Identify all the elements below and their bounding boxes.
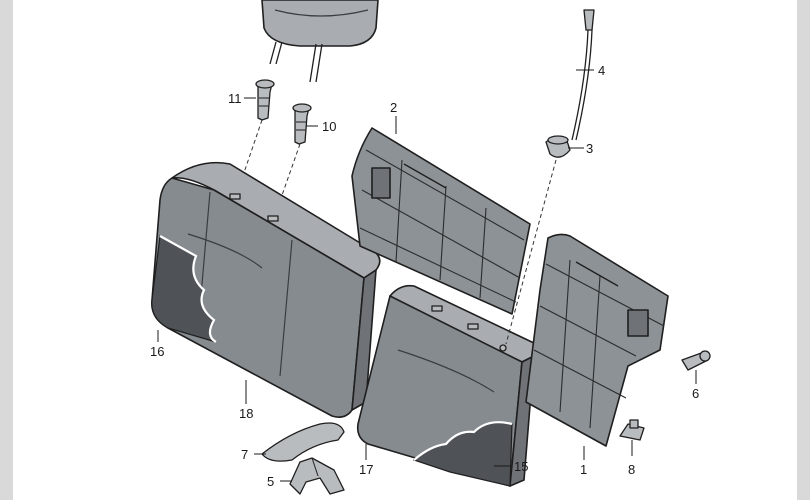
bracket-5[interactable] (289, 457, 345, 495)
cap-6[interactable] (681, 350, 711, 371)
callout-2: 2 (390, 100, 397, 115)
callout-3: 3 (586, 141, 593, 156)
callout-8: 8 (628, 462, 635, 477)
left-margin-band (0, 0, 13, 500)
backrest-large[interactable] (151, 161, 381, 418)
clip-8[interactable] (619, 419, 645, 441)
rod-bezel[interactable] (545, 135, 571, 158)
guide-sleeve-10[interactable] (292, 103, 312, 145)
backrest-small[interactable] (356, 284, 540, 487)
callout-1: 1 (580, 462, 587, 477)
headrest[interactable] (261, 0, 379, 83)
callout-4: 4 (598, 63, 605, 78)
callout-6: 6 (692, 386, 699, 401)
callout-11: 11 (228, 91, 242, 106)
callout-18: 18 (239, 406, 253, 421)
guide-sleeve-11[interactable] (255, 79, 275, 121)
callout-15: 15 (514, 459, 528, 474)
callout-7: 7 (241, 447, 248, 462)
callout-16: 16 (150, 344, 164, 359)
callout-17: 17 (359, 462, 373, 477)
release-rod[interactable] (571, 9, 595, 141)
cover-7[interactable] (261, 422, 345, 462)
rear-panel-1[interactable] (525, 233, 669, 447)
rear-panel-2[interactable] (351, 127, 531, 315)
right-margin-band (797, 0, 810, 500)
callout-10: 10 (322, 119, 336, 134)
callout-5: 5 (267, 474, 274, 489)
leader-lines (157, 69, 697, 482)
